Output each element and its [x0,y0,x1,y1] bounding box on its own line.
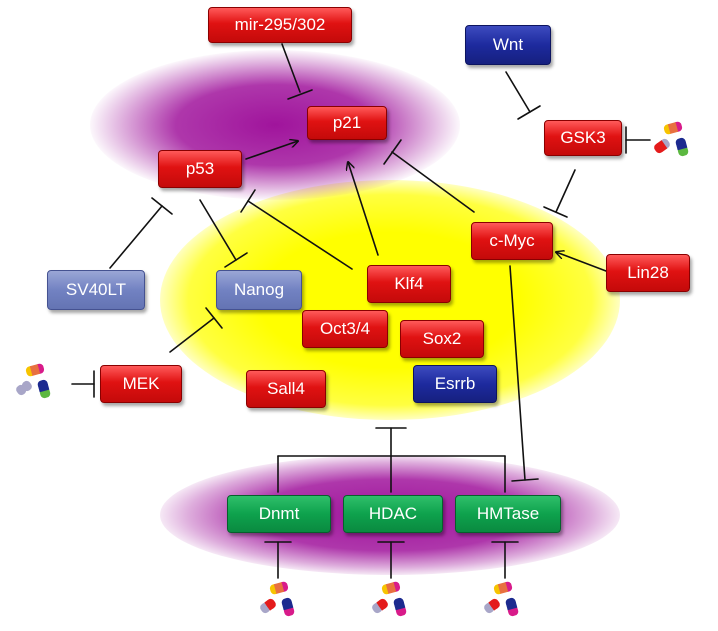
capsule-pills-icon [16,363,51,399]
edge-klf4-activates-p21 [348,162,379,256]
node-wnt: Wnt [465,25,551,65]
node-esrrb: Esrrb [413,365,497,403]
edge-mek-inhibits-nanog [169,307,223,353]
edge-drug-inhibits-hdac [377,541,405,579]
edge-epigenetic-inhibits-network [277,427,506,493]
capsule-pills-icon [372,581,407,617]
node-sv40lt: SV40LT [47,270,145,310]
edge-cmyc-inhibits-p21 [383,139,475,213]
node-p53: p53 [158,150,242,188]
node-hmtase: HMTase [455,495,561,533]
node-sox2: Sox2 [400,320,484,358]
node-lin28: Lin28 [606,254,690,292]
edge-drug-inhibits-mek [71,370,95,398]
capsule-pills-icon [484,581,519,617]
edge-gsk3-inhibits-cmyc [543,169,576,218]
edge-drug-inhibits-hmtase [491,541,519,579]
edge-lin28-activates-cmyc [556,252,607,272]
node-gsk3: GSK3 [544,120,622,156]
capsule-pills-icon [654,121,689,157]
edge-cmyc-inhibits-hmtase [509,265,539,482]
node-dnmt: Dnmt [227,495,331,533]
edge-p53-inhibits-nanog [199,199,248,268]
node-nanog: Nanog [216,270,302,310]
node-hdac: HDAC [343,495,443,533]
node-cmyc: c-Myc [471,222,553,260]
node-sall4: Sall4 [246,370,326,408]
edge-sv40lt-inhibits-p53 [109,197,173,269]
edge-mir-inhibits-p21 [281,43,313,100]
edge-klf4-inhibits-p53 [240,189,353,270]
node-oct3-4: Oct3/4 [302,310,388,348]
node-mek: MEK [100,365,182,403]
edge-p53-activates-p21 [245,141,298,160]
capsule-pills-icon [260,581,295,617]
node-mir-295-302: mir-295/302 [208,7,352,43]
edge-wnt-inhibits-gsk3 [505,71,541,120]
node-p21: p21 [307,106,387,140]
edge-drug-inhibits-dnmt [264,541,292,579]
node-klf4: Klf4 [367,265,451,303]
edge-drug-inhibits-gsk3 [625,126,651,154]
